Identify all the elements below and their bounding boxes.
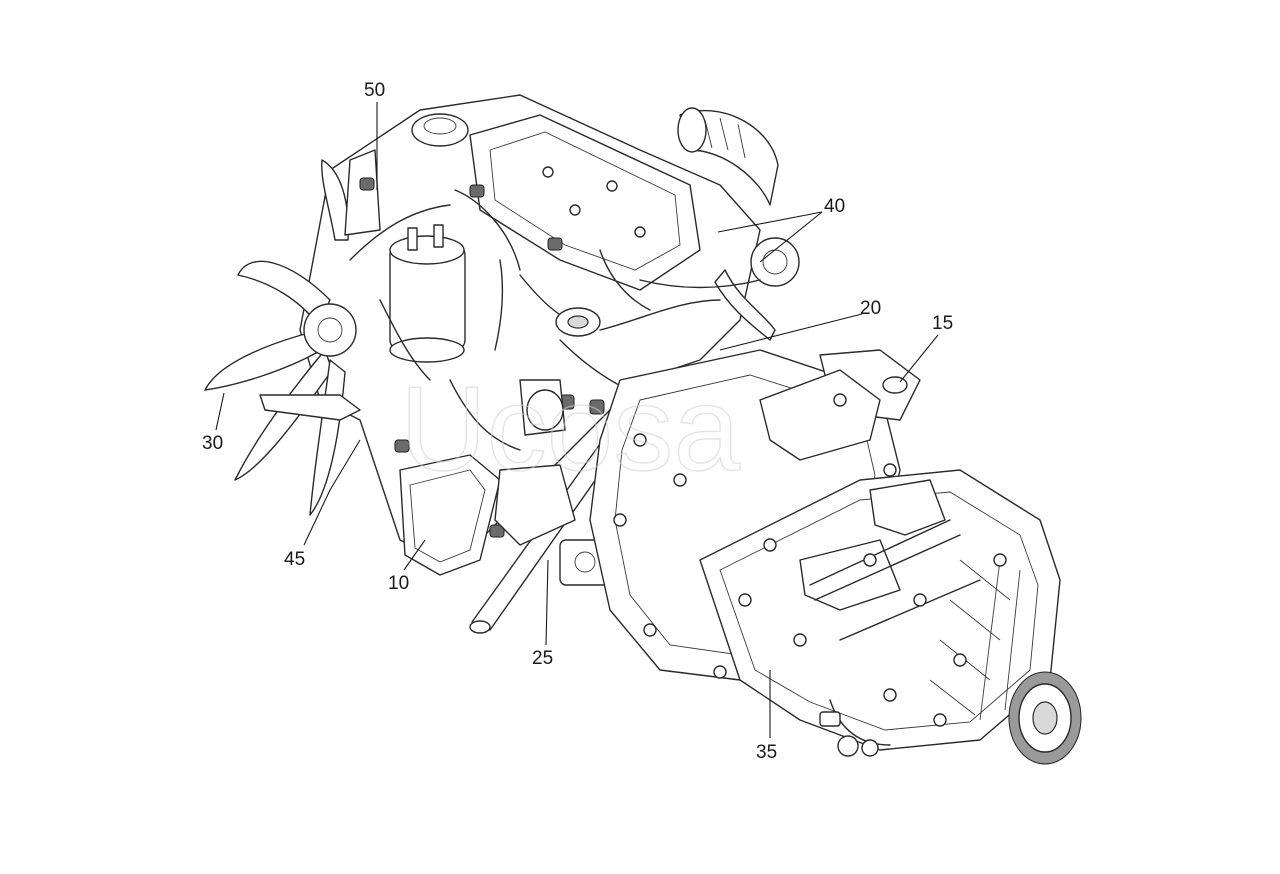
callout-labels: 50 40 20 15 30 45 10 25 35 bbox=[202, 80, 953, 763]
cooling-fan bbox=[204, 149, 381, 516]
callout-10: 10 bbox=[388, 573, 409, 594]
callout-45: 45 bbox=[284, 549, 305, 570]
callout-40: 40 bbox=[824, 196, 845, 217]
callout-50: 50 bbox=[364, 80, 385, 101]
transmission-bolts bbox=[613, 393, 1007, 727]
leader-lines bbox=[215, 102, 939, 738]
turbo-intake-pipe bbox=[677, 107, 800, 341]
callout-15: 15 bbox=[932, 313, 953, 334]
callout-25: 25 bbox=[532, 648, 553, 669]
transmission-housing bbox=[589, 349, 1082, 765]
watermark: Ucosa bbox=[400, 362, 740, 496]
callout-30: 30 bbox=[202, 433, 223, 454]
callout-20: 20 bbox=[860, 298, 881, 319]
engine-block bbox=[299, 94, 761, 576]
callout-35: 35 bbox=[756, 742, 777, 763]
